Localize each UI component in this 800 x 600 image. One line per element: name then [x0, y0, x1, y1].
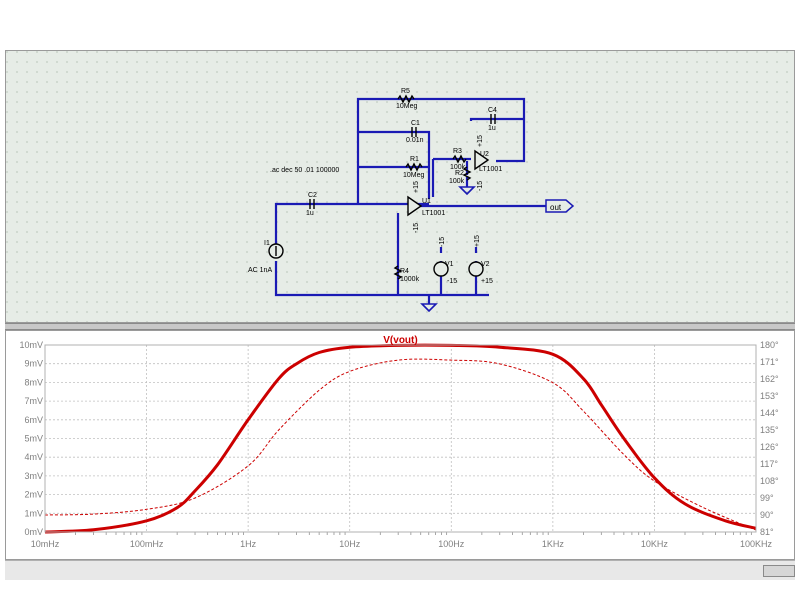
y-tick-label: 7mV [24, 396, 43, 406]
r5-ref: R5 [401, 88, 410, 95]
x-tick-label: 100KHz [740, 539, 773, 549]
resistor-r2-symbol[interactable] [462, 166, 472, 181]
y2-tick-label: 90° [760, 510, 774, 520]
opamp-u1-symbol[interactable] [407, 195, 423, 217]
x-tick-label: 100Hz [438, 539, 465, 549]
ground-u2-symbol [458, 186, 476, 196]
resistor-r1-symbol[interactable] [405, 162, 423, 172]
u2-value: LT1001 [479, 166, 502, 173]
bode-plot[interactable]: 0mV 1mV 2mV 3mV 4mV 5mV 6mV 7mV 8mV 9mV 10mV 81° 90… [6, 331, 794, 559]
v1-ref: V1 [445, 261, 454, 268]
y2-tick-label: 99° [760, 493, 774, 503]
y2-tick-label: 81° [760, 527, 774, 537]
r3-ref: R3 [453, 148, 462, 155]
u1-value: LT1001 [422, 210, 445, 217]
spice-directive[interactable]: .ac dec 50 .01 100000 [270, 167, 339, 174]
c2-ref: C2 [308, 192, 317, 199]
opamp-u2-symbol[interactable] [474, 149, 490, 171]
plot-grid [44, 344, 757, 535]
x-tick-label: 1KHz [542, 539, 565, 549]
magnitude-trace[interactable] [44, 343, 757, 534]
x-axis-ticks: 10mHz 100mHz 1Hz 10Hz 100Hz 1KHz 10KHz 100KHz [31, 539, 773, 549]
y2-tick-label: 180° [760, 340, 779, 350]
y-tick-label: 0mV [24, 527, 43, 537]
c1-ref: C1 [411, 120, 420, 127]
status-strip [5, 560, 795, 580]
c1-value: 0.01n [406, 137, 424, 144]
trace-title[interactable]: V(vout) [383, 335, 417, 346]
v2-value: +15 [481, 278, 493, 285]
schematic-pane[interactable]: out .ac dec 50 .01 100000 R5 10Meg C1 0.… [5, 50, 795, 323]
v1-net-label: -15 [439, 237, 446, 247]
y-tick-label: 3mV [24, 471, 43, 481]
output-label: out [550, 203, 562, 212]
r5-value: 10Meg [396, 103, 418, 110]
y2-tick-label: 171° [760, 357, 779, 367]
resistor-r5-symbol[interactable] [397, 94, 415, 104]
x-tick-label: 100mHz [130, 539, 164, 549]
v2-ref: V2 [481, 261, 490, 268]
y-tick-label: 5mV [24, 434, 43, 444]
resistor-r4-symbol[interactable] [393, 265, 403, 280]
y2-tick-label: 108° [760, 476, 779, 486]
x-tick-label: 10KHz [641, 539, 669, 549]
u2-supply-pos: +15 [477, 135, 484, 147]
r2-value: 100k [449, 178, 465, 185]
u1-ref: U1 [422, 198, 431, 205]
scroll-handle[interactable] [763, 565, 795, 577]
ground-main-symbol [420, 303, 438, 313]
v1-value: -15 [447, 278, 457, 285]
c4-value: 1u [488, 125, 496, 132]
r2-ref: R2 [455, 170, 464, 177]
r3-value: 100k [450, 164, 466, 171]
capacitor-c4-symbol[interactable] [490, 114, 496, 124]
capacitor-c1-symbol[interactable] [411, 127, 417, 137]
y2-tick-label: 126° [760, 442, 779, 452]
schematic-canvas[interactable]: out .ac dec 50 .01 100000 R5 10Meg C1 0.… [6, 51, 794, 322]
y-axis-ticks: 0mV 1mV 2mV 3mV 4mV 5mV 6mV 7mV 8mV 9mV 10mV [19, 340, 43, 537]
y-tick-label: 8mV [24, 377, 43, 387]
y2-tick-label: 153° [760, 391, 779, 401]
r1-value: 10Meg [403, 172, 425, 179]
series-layer [44, 343, 757, 534]
c2-value: 1u [306, 210, 314, 217]
i1-value: AC 1nA [248, 267, 272, 274]
y2-tick-label: 135° [760, 425, 779, 435]
x-tick-label: 10Hz [339, 539, 361, 549]
y-tick-label: 10mV [19, 340, 43, 350]
u2-supply-neg: -15 [477, 181, 484, 191]
r4-ref: R4 [400, 268, 409, 275]
current-source-i1-symbol[interactable] [268, 243, 284, 259]
plot-frame [44, 344, 757, 533]
x-tick-label: 1Hz [240, 539, 257, 549]
u2-ref: U2 [480, 151, 489, 158]
capacitor-c2-symbol[interactable] [309, 199, 315, 209]
r4-value: 1000k [400, 276, 420, 283]
y-tick-label: 9mV [24, 359, 43, 369]
u1-supply-pos: +15 [413, 181, 420, 193]
y-tick-label: 2mV [24, 490, 43, 500]
y2-tick-label: 144° [760, 408, 779, 418]
y-tick-label: 4mV [24, 452, 43, 462]
y-tick-label: 6mV [24, 415, 43, 425]
i1-ref: I1 [264, 240, 270, 247]
y2-axis-ticks: 81° 90° 99° 108° 117° 126° 135° 144° 153° 162° 171… [760, 340, 779, 537]
waveform-pane[interactable]: 0mV 1mV 2mV 3mV 4mV 5mV 6mV 7mV 8mV 9mV 10mV 81° 90… [5, 330, 795, 560]
phase-trace[interactable] [44, 358, 757, 531]
voltage-source-v1-symbol[interactable] [433, 261, 449, 277]
y-tick-label: 1mV [24, 508, 43, 518]
x-tick-label: 10mHz [31, 539, 60, 549]
wires [274, 97, 546, 304]
u1-supply-neg: -15 [413, 223, 420, 233]
resistor-r3-symbol[interactable] [452, 154, 467, 164]
c4-ref: C4 [488, 107, 497, 114]
y2-tick-label: 162° [760, 374, 779, 384]
v2-net-label: +15 [474, 235, 481, 247]
y2-tick-label: 117° [760, 459, 778, 469]
output-net-label[interactable]: out [545, 199, 575, 213]
voltage-source-v2-symbol[interactable] [468, 261, 484, 277]
r1-ref: R1 [410, 156, 419, 163]
pane-splitter[interactable] [5, 323, 795, 330]
